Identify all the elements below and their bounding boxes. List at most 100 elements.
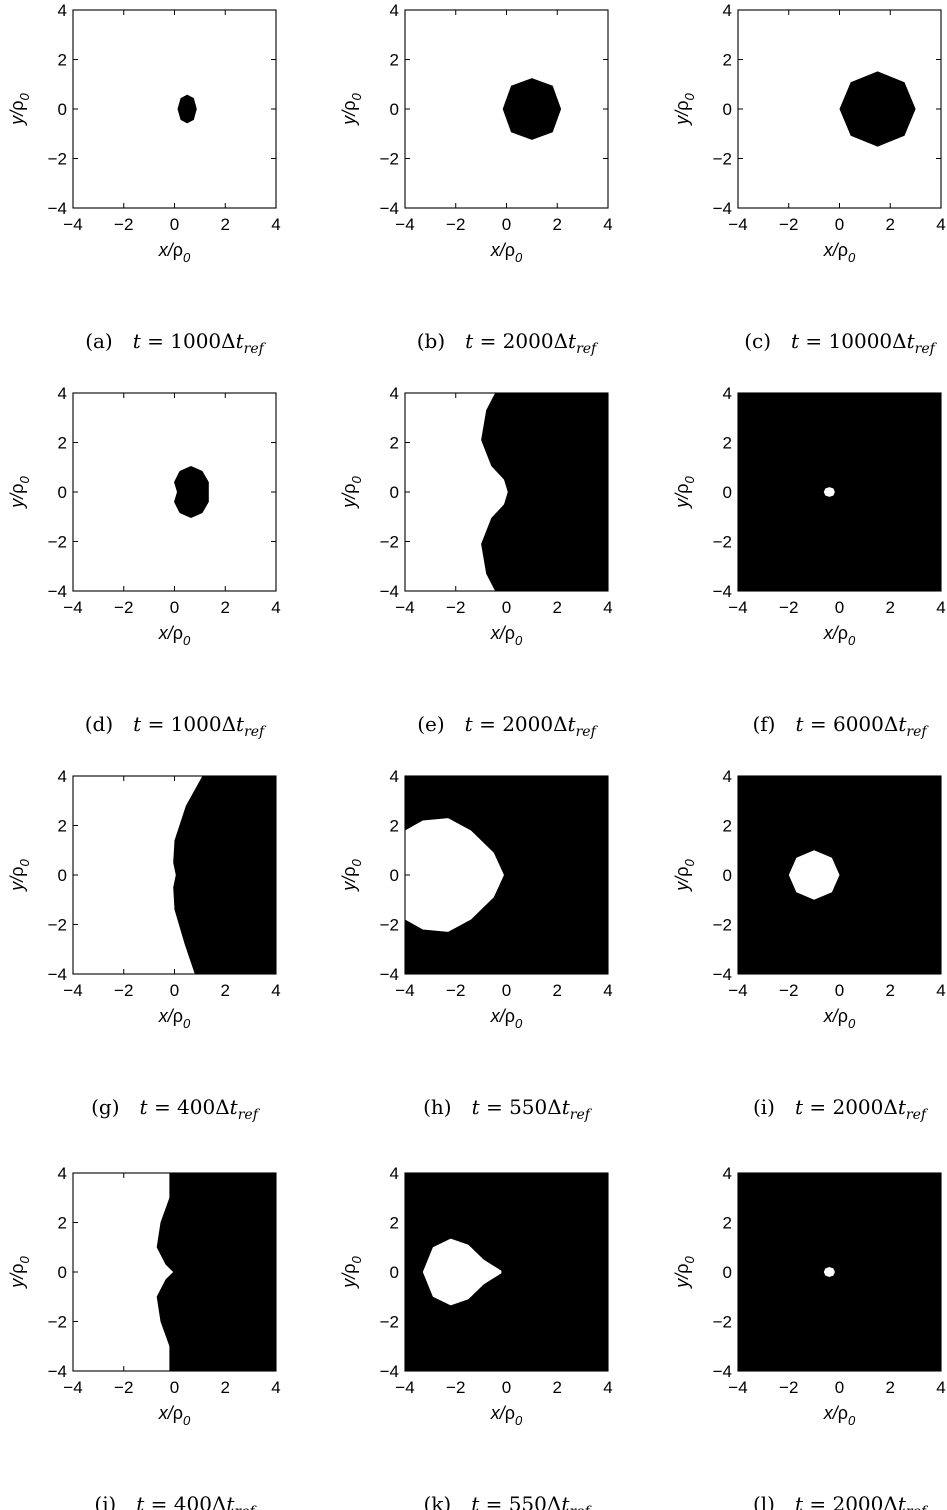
y-tick-label: 0 [58, 866, 67, 885]
x-tick-label: 0 [502, 598, 511, 617]
x-tick-label: −2 [446, 215, 465, 234]
x-tick-label: 2 [886, 981, 895, 1000]
region-white-1 [405, 818, 504, 932]
region-black-0 [177, 94, 197, 124]
y-axis-label: y/ρ0 [339, 475, 364, 509]
y-tick-label: 0 [723, 866, 732, 885]
y-tick-label: 4 [58, 1, 67, 20]
x-axis-label: x/ρ0 [158, 623, 191, 648]
y-axis-label: y/ρ0 [339, 92, 364, 126]
panel-caption: (d) t = 1000Δtref [85, 712, 267, 740]
y-tick-label: −2 [380, 916, 399, 935]
x-tick-label: −4 [728, 598, 747, 617]
x-axis-label: x/ρ0 [490, 623, 523, 648]
x-tick-label: 4 [936, 981, 945, 1000]
y-tick-label: 0 [390, 100, 399, 119]
y-tick-label: 0 [58, 1263, 67, 1282]
x-tick-label: 4 [936, 1378, 945, 1397]
y-tick-label: 4 [58, 767, 67, 786]
x-tick-label: 0 [502, 215, 511, 234]
x-axis-label: x/ρ0 [823, 1006, 856, 1031]
y-axis-label: y/ρ0 [7, 1255, 32, 1289]
plot-area [73, 393, 276, 591]
region-white-1 [823, 487, 835, 497]
x-tick-label: −4 [395, 1378, 414, 1397]
y-axis-label: y/ρ0 [7, 475, 32, 509]
x-tick-label: 0 [170, 598, 179, 617]
y-tick-label: 0 [723, 483, 732, 502]
panel-caption: (j) t = 400Δtref [94, 1492, 257, 1510]
x-tick-label: −2 [114, 981, 133, 1000]
y-axis-label: y/ρ0 [339, 858, 364, 892]
y-tick-label: −2 [380, 150, 399, 169]
x-tick-label: 4 [603, 215, 612, 234]
region-black-0 [738, 1173, 941, 1371]
y-tick-label: −4 [713, 1362, 732, 1381]
y-tick-label: 2 [58, 1214, 67, 1233]
y-tick-label: 2 [390, 51, 399, 70]
panel-caption: (f) t = 6000Δtref [752, 712, 929, 740]
x-tick-label: −2 [114, 215, 133, 234]
y-tick-label: −2 [48, 533, 67, 552]
region-white-1 [823, 1267, 835, 1277]
panel-caption: (c) t = 10000Δtref [744, 329, 937, 357]
y-tick-label: 2 [723, 817, 732, 836]
y-axis-label: y/ρ0 [672, 475, 697, 509]
x-tick-label: 0 [502, 981, 511, 1000]
x-tick-label: 2 [221, 598, 230, 617]
y-tick-label: −2 [48, 150, 67, 169]
y-axis-label: y/ρ0 [672, 1255, 697, 1289]
y-tick-label: 2 [58, 51, 67, 70]
x-tick-label: −2 [779, 598, 798, 617]
x-tick-label: −2 [779, 981, 798, 1000]
region-black-0 [839, 71, 916, 147]
x-tick-label: −4 [395, 981, 414, 1000]
x-axis-label: x/ρ0 [823, 240, 856, 265]
y-tick-label: 2 [723, 51, 732, 70]
region-black-0 [173, 776, 276, 974]
x-tick-label: 4 [271, 215, 280, 234]
y-tick-label: 2 [723, 1214, 732, 1233]
y-tick-label: 2 [58, 817, 67, 836]
x-tick-label: −2 [779, 215, 798, 234]
x-axis-label: x/ρ0 [490, 1403, 523, 1428]
x-tick-label: 4 [936, 598, 945, 617]
x-tick-label: −2 [114, 1378, 133, 1397]
x-axis-label: x/ρ0 [158, 240, 191, 265]
x-tick-label: 0 [170, 981, 179, 1000]
y-axis-label: y/ρ0 [672, 92, 697, 126]
x-tick-label: 0 [170, 1378, 179, 1397]
x-tick-label: 0 [502, 1378, 511, 1397]
x-tick-label: 2 [553, 1378, 562, 1397]
y-tick-label: 4 [390, 1, 399, 20]
panel-caption: (b) t = 2000Δtref [417, 329, 599, 357]
x-tick-label: −2 [446, 1378, 465, 1397]
y-tick-label: 2 [390, 434, 399, 453]
x-tick-label: 0 [835, 981, 844, 1000]
y-tick-label: −2 [713, 533, 732, 552]
x-axis-label: x/ρ0 [823, 1403, 856, 1428]
y-tick-label: −2 [713, 1313, 732, 1332]
y-axis-label: y/ρ0 [339, 1255, 364, 1289]
x-tick-label: 4 [271, 1378, 280, 1397]
y-tick-label: 4 [58, 384, 67, 403]
x-tick-label: −4 [728, 1378, 747, 1397]
x-tick-label: −4 [728, 215, 747, 234]
y-tick-label: −2 [48, 916, 67, 935]
region-black-0 [156, 1173, 276, 1371]
x-tick-label: −2 [446, 598, 465, 617]
panel-caption: (a) t = 1000Δtref [85, 329, 266, 357]
y-tick-label: 0 [390, 1263, 399, 1282]
y-tick-label: 2 [723, 434, 732, 453]
y-tick-label: 2 [390, 817, 399, 836]
x-tick-label: 2 [886, 1378, 895, 1397]
x-tick-label: 0 [835, 1378, 844, 1397]
x-tick-label: 4 [271, 598, 280, 617]
region-black-0 [481, 393, 608, 591]
panel-caption: (l) t = 2000Δtref [753, 1492, 929, 1510]
y-tick-label: −2 [380, 1313, 399, 1332]
